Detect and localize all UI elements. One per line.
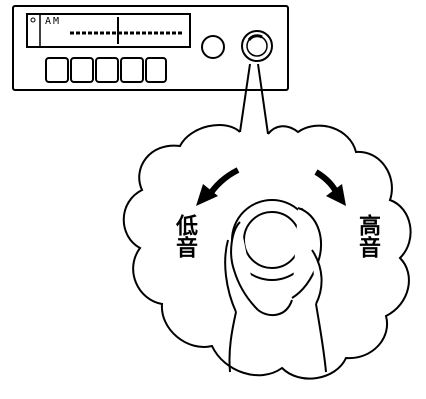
curved-arrow-left-icon (196, 167, 240, 206)
volume-knob[interactable] (201, 35, 225, 59)
callout-pointer (239, 63, 269, 135)
preset-button[interactable] (70, 57, 94, 83)
radio-faceplate (12, 5, 289, 91)
knob-inner (243, 211, 301, 269)
preset-button[interactable] (95, 57, 119, 83)
curved-arrow-right-icon (314, 169, 346, 206)
hand-turning-knob-icon (224, 199, 327, 373)
tone-knob[interactable] (241, 30, 273, 62)
bass-label: 低音 (172, 214, 197, 258)
tuning-display (26, 13, 191, 48)
treble-label: 高音 (355, 214, 380, 258)
preset-button[interactable] (145, 57, 167, 83)
radio-unit (12, 5, 289, 91)
preset-button[interactable] (45, 57, 69, 83)
band-label: AM (45, 16, 62, 27)
preset-buttons (45, 57, 167, 83)
preset-button[interactable] (120, 57, 144, 83)
